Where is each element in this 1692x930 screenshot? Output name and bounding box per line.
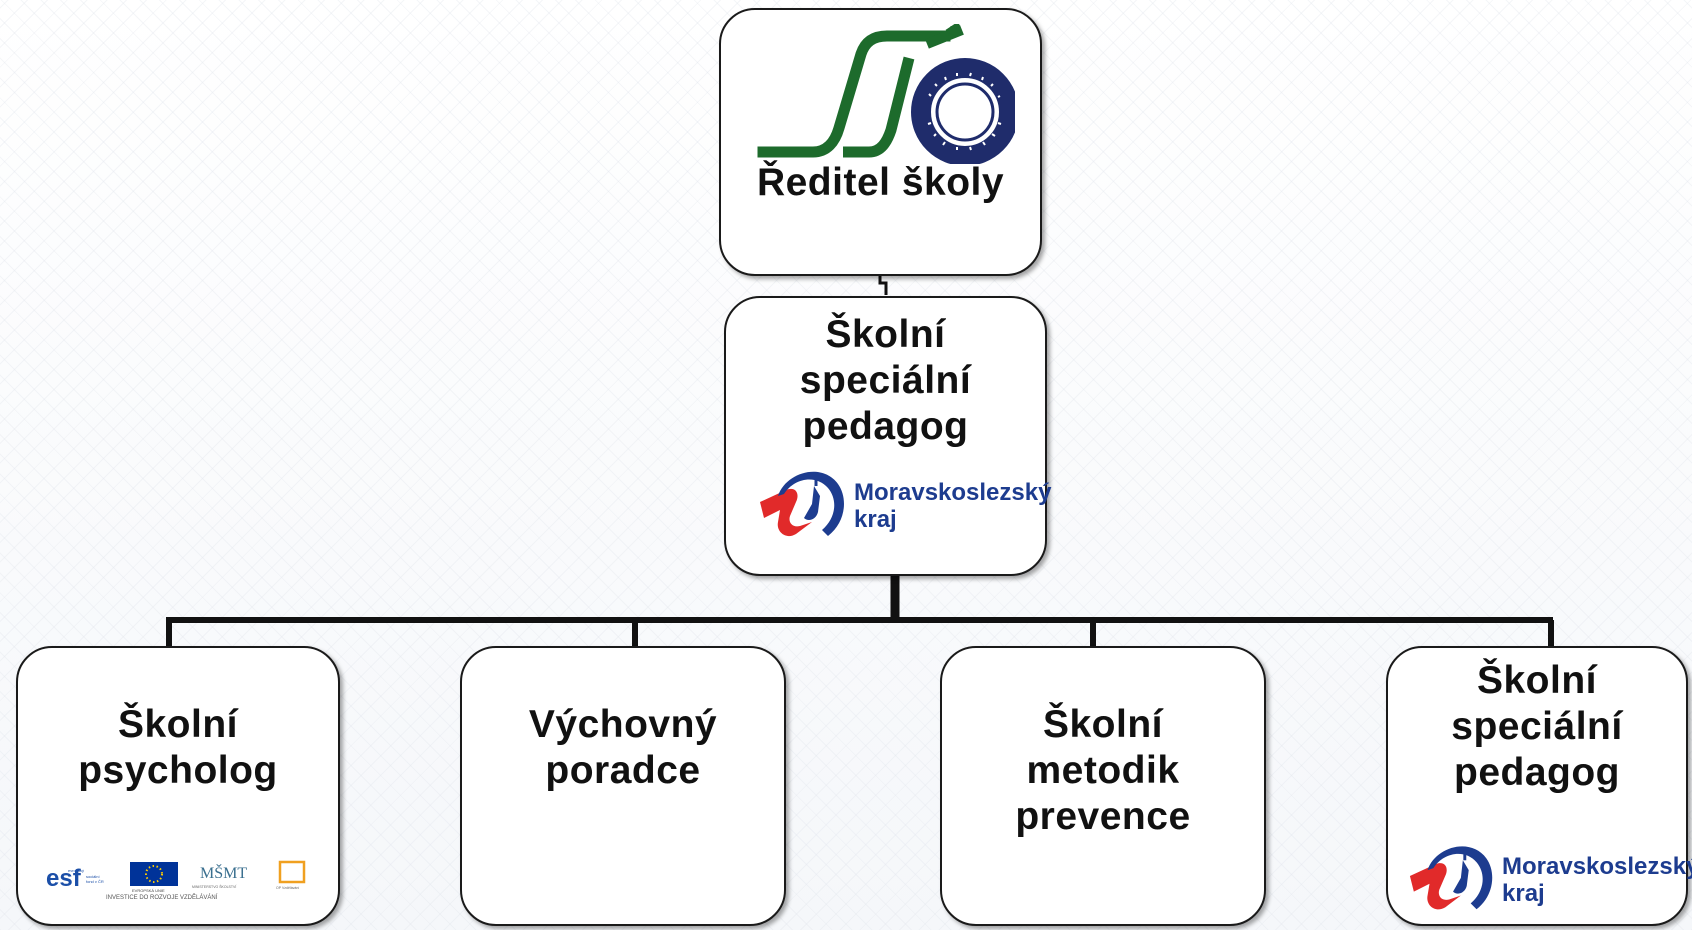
svg-text:fond v ČR: fond v ČR: [86, 879, 104, 884]
svg-text:MINISTERSTVO ŠKOLSTVÍ: MINISTERSTVO ŠKOLSTVÍ: [192, 884, 236, 889]
msmt-logo: MŠMT MINISTERSTVO ŠKOLSTVÍ: [192, 863, 247, 889]
region-name-line: kraj: [1502, 880, 1545, 907]
director-node: Ředitel školy: [719, 8, 1042, 276]
op-logo: OP Vzdělávání: [276, 860, 306, 890]
team-label-line: pedagog: [1454, 751, 1620, 794]
svg-text:sociální: sociální: [86, 874, 100, 879]
team-node-metodik: Školní metodik prevence: [940, 646, 1266, 926]
esf-caption: INVESTICE DO ROZVOJE VZDĚLÁVÁNÍ: [106, 895, 218, 901]
team-node-psycholog: Školní psycholog esf evropský sociální f…: [16, 646, 340, 926]
coordinator-node: Školní speciální pedagog Moravskoslezský…: [724, 296, 1051, 576]
svg-text:MŠMT: MŠMT: [200, 863, 247, 882]
connector-director-coordinator: [878, 276, 888, 295]
team-label-line: psycholog: [78, 749, 278, 792]
team-node-poradce: Výchovný poradce: [460, 646, 786, 926]
team-label: Výchovný poradce: [462, 702, 784, 794]
moravskoslezsky-kraj-logo: [1409, 846, 1493, 910]
svg-text:OP Vzdělávání: OP Vzdělávání: [276, 886, 299, 890]
team-label-line: Výchovný: [528, 703, 718, 746]
team-node-specialni-pedagog: Školní speciální pedagog Moravskoslezský…: [1386, 646, 1692, 926]
region-name: Moravskoslezský kraj: [854, 479, 1051, 533]
eu-flag-logo: EVROPSKÁ UNIE: [130, 862, 178, 893]
team-label: Školní psycholog: [18, 702, 338, 794]
esf-logo: esf evropský sociální fond v ČR: [44, 864, 104, 892]
team-label-line: metodik: [1026, 749, 1180, 792]
moravskoslezsky-kraj-logo: [760, 471, 844, 537]
svg-text:esf: esf: [46, 865, 82, 892]
team-label-line: speciální: [1451, 705, 1623, 748]
coordinator-label-line: Školní: [825, 313, 946, 356]
coordinator-label-line: speciální: [799, 359, 972, 402]
svg-text:EVROPSKÁ UNIE: EVROPSKÁ UNIE: [132, 888, 165, 893]
team-label: Školní speciální pedagog: [1388, 658, 1686, 796]
team-label-line: Školní: [1476, 659, 1598, 702]
region-name-line: Moravskoslezský: [1502, 853, 1692, 880]
team-label: Školní metodik prevence: [942, 702, 1264, 840]
team-label-line: Školní: [117, 703, 239, 746]
school-logo: [757, 24, 1015, 164]
region-name-line: Moravskoslezský: [854, 479, 1052, 506]
team-label-line: poradce: [545, 749, 701, 792]
svg-text:evropský: evropský: [68, 868, 84, 873]
director-label: Ředitel školy: [756, 161, 1005, 204]
team-label-line: prevence: [1015, 795, 1191, 838]
coordinator-label: Školní speciální pedagog: [726, 312, 1045, 450]
esf-logo-strip: esf evropský sociální fond v ČR EVROPSKÁ…: [44, 860, 306, 893]
coordinator-label-line: pedagog: [802, 405, 969, 448]
esf-footer-logos: esf evropský sociální fond v ČR EVROPSKÁ…: [42, 858, 322, 902]
region-name-line: kraj: [854, 506, 897, 533]
team-label-line: Školní: [1042, 703, 1164, 746]
region-name: Moravskoslezský kraj: [1502, 853, 1692, 907]
